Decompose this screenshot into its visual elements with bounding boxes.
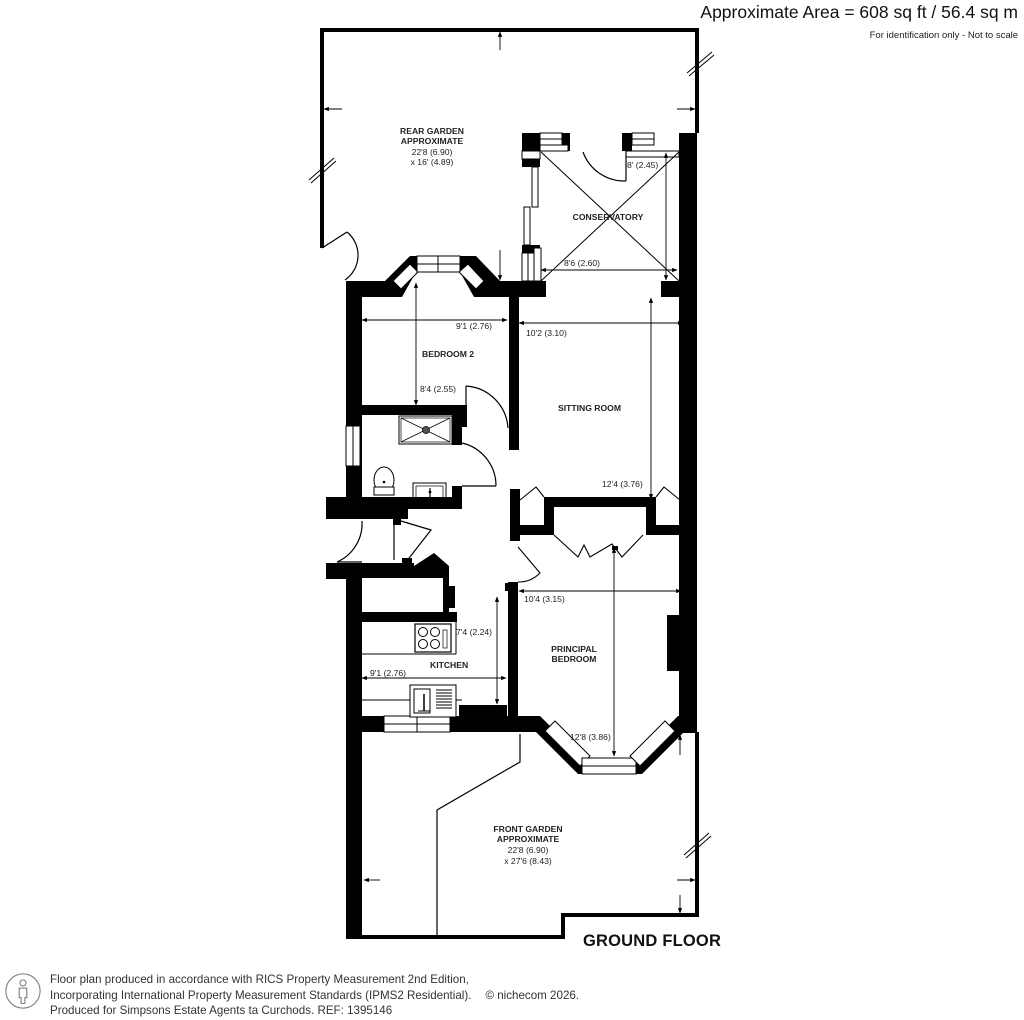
copyright: © nichecom 2026. — [485, 988, 580, 1002]
principal-bedroom-width: 10'4 (3.15) — [524, 594, 565, 604]
floor-plan: REAR GARDEN APPROXIMATE 22'8 (6.90) x 16… — [308, 28, 715, 939]
sitting-room-width: 10'2 (3.10) — [526, 328, 567, 338]
kitchen: KITCHEN 9'1 (2.76) 7'4 (2.24) — [361, 546, 541, 718]
front-garden-dimension-2: x 27'6 (8.43) — [504, 856, 552, 866]
bathroom — [326, 415, 497, 519]
conservatory-label: CONSERVATORY — [573, 212, 644, 222]
rear-garden: REAR GARDEN APPROXIMATE 22'8 (6.90) x 16… — [308, 28, 715, 281]
footer-line-3: Produced for Simpsons Estate Agents ta C… — [50, 1004, 393, 1017]
kitchen-label: KITCHEN — [430, 660, 468, 670]
front-garden: FRONT GARDEN APPROXIMATE 22'8 (6.90) x 2… — [346, 732, 712, 939]
bedroom-2: BEDROOM 2 9'1 (2.76) 8'4 (2.55) — [361, 282, 519, 450]
kitchen-depth: 7'4 (2.24) — [456, 627, 492, 637]
footer-line-2: Incorporating International Property Mea… — [50, 988, 579, 1004]
sitting-room: SITTING ROOM 10'2 (3.10) 12'4 (3.76) — [510, 297, 684, 558]
bedroom-2-depth: 8'4 (2.55) — [420, 384, 456, 394]
footer: Floor plan produced in accordance with R… — [0, 968, 680, 1018]
front-garden-label: FRONT GARDEN — [493, 824, 562, 834]
rear-garden-label-approximate: APPROXIMATE — [401, 136, 464, 146]
kitchen-width: 9'1 (2.76) — [370, 668, 406, 678]
floor-title: GROUND FLOOR — [583, 932, 722, 950]
sitting-room-label: SITTING ROOM — [558, 403, 621, 413]
conservatory: CONSERVATORY 8' (2.45) 8'6 (2.60) — [514, 132, 697, 733]
scale-disclaimer: For identification only - Not to scale — [869, 30, 1018, 41]
rear-garden-label: REAR GARDEN — [400, 126, 464, 136]
principal-bedroom: PRINCIPAL BEDROOM 10'4 (3.15) 12'8 (3.86… — [518, 547, 682, 757]
break-mark-left — [308, 157, 337, 184]
hallway — [362, 519, 457, 622]
front-garden-dimension-1: 22'8 (6.90) — [508, 845, 549, 855]
bedroom-2-label: BEDROOM 2 — [422, 349, 474, 359]
footer-text: Floor plan produced in accordance with R… — [50, 972, 579, 1019]
rear-garden-dimension-2: x 16' (4.89) — [411, 157, 454, 167]
front-garden-label-approximate: APPROXIMATE — [497, 834, 560, 844]
conservatory-depth: 8' (2.45) — [627, 160, 658, 170]
exterior-walls — [326, 255, 697, 939]
bedroom-2-width: 9'1 (2.76) — [456, 321, 492, 331]
principal-bedroom-label: PRINCIPAL — [551, 644, 597, 654]
sitting-room-depth: 12'4 (3.76) — [602, 479, 643, 489]
principal-bedroom-depth: 12'8 (3.86) — [570, 732, 611, 742]
conservatory-width: 8'6 (2.60) — [564, 258, 600, 268]
break-mark-right — [686, 51, 715, 77]
rear-garden-dimension-1: 22'8 (6.90) — [412, 147, 453, 157]
principal-bedroom-label-2: BEDROOM — [552, 654, 597, 664]
person-outline-icon — [5, 973, 41, 1009]
footer-line-2-text: Incorporating International Property Mea… — [50, 988, 472, 1002]
approximate-area-title: Approximate Area = 608 sq ft / 56.4 sq m — [700, 2, 1018, 22]
footer-line-1: Floor plan produced in accordance with R… — [50, 973, 469, 986]
break-mark-front — [683, 832, 712, 859]
